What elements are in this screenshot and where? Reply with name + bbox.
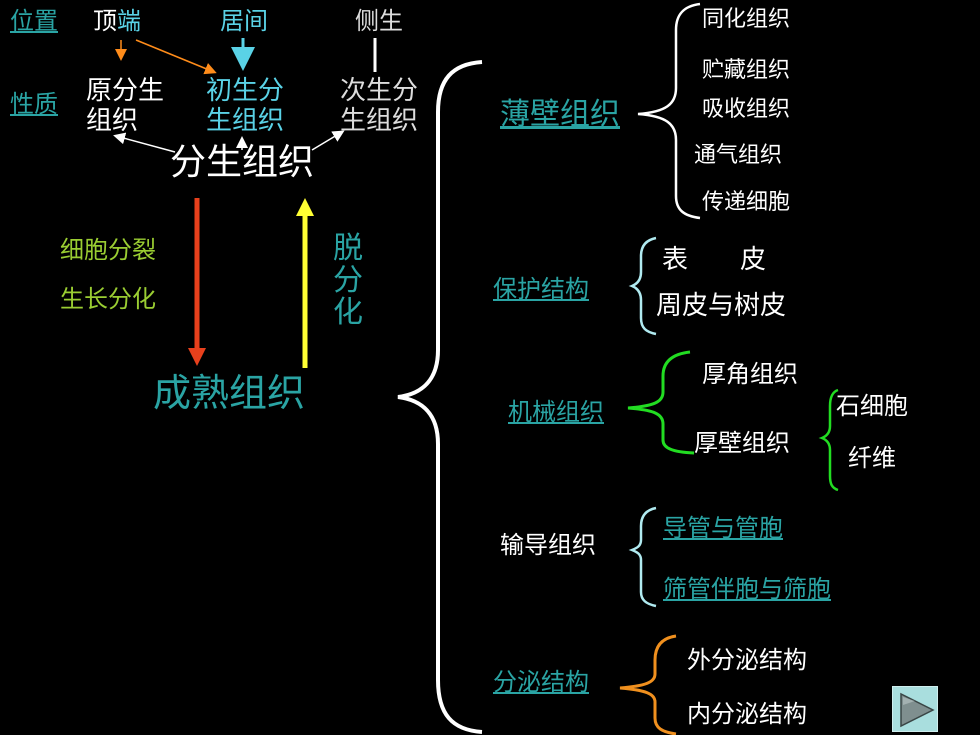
- parenchyma-link[interactable]: 薄壁组织: [500, 97, 620, 132]
- sclerenchyma-label: 厚壁组织: [694, 429, 790, 457]
- dediff-char-2: 分: [333, 263, 363, 298]
- secondary-meristem-line1: 次生分: [340, 76, 419, 106]
- protective-item: 周皮与树皮: [656, 291, 787, 321]
- play-triangle-icon: [900, 692, 935, 728]
- nature-label[interactable]: 性质: [10, 90, 58, 118]
- external-secretory-label: 外分泌结构: [687, 646, 807, 674]
- protective-item: 表 皮: [662, 245, 767, 275]
- sclerenchyma-brace: [818, 388, 839, 492]
- parenchyma-item: 传递细胞: [702, 190, 791, 215]
- parenchyma-brace: [637, 2, 701, 220]
- conducting-brace: [628, 506, 657, 608]
- apex-label-a: 顶: [93, 7, 117, 35]
- dediff-char-3: 化: [333, 295, 363, 330]
- initial-meristem-line1: 初生分: [206, 76, 285, 106]
- parenchyma-item: 同化组织: [702, 7, 791, 32]
- apex-label-b: 端: [117, 7, 141, 35]
- mature-tissue-title: 成熟组织: [153, 371, 306, 415]
- secretory-brace: [619, 634, 677, 735]
- secondary-meristem-line2: 生组织: [340, 106, 419, 136]
- parenchyma-item: 贮藏组织: [702, 58, 791, 83]
- fiber-label: 纤维: [848, 444, 896, 472]
- internal-secretory-label: 内分泌结构: [687, 700, 807, 728]
- mechanical-brace: [627, 350, 695, 455]
- meristem-to-secondary-arrow: [311, 130, 345, 151]
- collenchyma-label: 厚角组织: [702, 360, 798, 388]
- position-label[interactable]: 位置: [10, 7, 58, 35]
- dediff-char-1: 脱: [333, 231, 363, 266]
- cell-division-label: 细胞分裂: [60, 236, 156, 264]
- mature-tissue-brace: [397, 60, 483, 734]
- lateral-label: 侧生: [355, 7, 403, 35]
- meristem-title: 分生组织: [170, 142, 315, 183]
- growth-differentiation-label: 生长分化: [60, 285, 156, 313]
- division-down-arrow-head: [188, 348, 206, 366]
- protective-brace: [628, 236, 657, 336]
- parenchyma-item: 吸收组织: [702, 97, 791, 122]
- dediff-up-arrow-head: [296, 198, 314, 216]
- conducting-label: 输导组织: [500, 531, 596, 559]
- initial-meristem-line2: 生组织: [206, 106, 285, 136]
- parenchyma-item: 通气组织: [694, 143, 783, 168]
- next-slide-button[interactable]: [892, 686, 938, 732]
- secretory-link[interactable]: 分泌结构: [493, 668, 589, 696]
- apex-to-initial-arrow: [135, 39, 217, 75]
- primary-meristem-line2: 组织: [86, 106, 139, 136]
- mechanical-link[interactable]: 机械组织: [508, 398, 604, 426]
- meristem-to-primary-arrow: [113, 132, 176, 153]
- intercalary-label: 居间: [220, 7, 268, 35]
- protective-link[interactable]: 保护结构: [493, 275, 589, 303]
- stone-cell-label: 石细胞: [836, 392, 908, 420]
- primary-meristem-line1: 原分生: [86, 76, 165, 106]
- sieve-tube-link[interactable]: 筛管伴胞与筛胞: [663, 575, 831, 603]
- vessel-tracheid-link[interactable]: 导管与管胞: [663, 514, 783, 542]
